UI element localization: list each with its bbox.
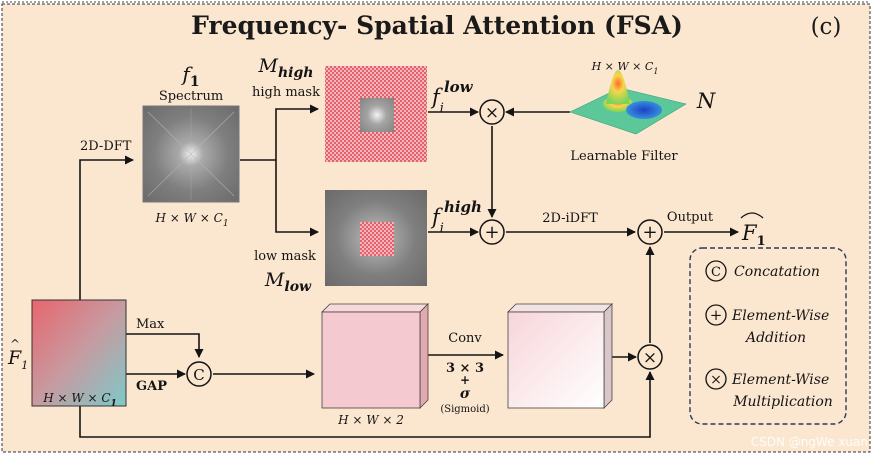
input-feature-image [31, 299, 127, 407]
svg-text:Element-Wise: Element-Wise [731, 372, 829, 388]
high-mask-label: high mask [252, 85, 320, 100]
svg-text:^: ^ [10, 337, 20, 351]
multiply-node-top: × [479, 99, 505, 125]
output-symbol: F1 [740, 212, 766, 249]
high-mask-block: Mhigh high mask [252, 55, 427, 162]
svg-text:Concatation: Concatation [734, 264, 820, 280]
diagram-title: Frequency- Spatial Attention (FSA) [191, 11, 683, 40]
svg-text:+: + [710, 306, 723, 324]
filter-peak [606, 70, 630, 104]
low-mask-block: low mask Mlow [254, 190, 427, 295]
concat-feature-box: H × W × 2 [321, 303, 429, 427]
filter-label: Learnable Filter [570, 149, 678, 164]
svg-text:Mlow: Mlow [264, 269, 312, 295]
svg-text:+: + [642, 222, 657, 243]
concat-dims: H × W × 2 [337, 413, 404, 427]
panel-label: (c) [811, 14, 842, 40]
legend-item-concat: C Concatation [705, 260, 820, 282]
svg-text:+: + [484, 222, 499, 243]
low-mask-label: low mask [254, 249, 316, 264]
max-label: Max [136, 317, 165, 332]
svg-text:(Sigmoid): (Sigmoid) [440, 404, 489, 415]
concat-node: C [186, 361, 212, 387]
svg-text:×: × [485, 103, 499, 123]
svg-text:C: C [193, 366, 204, 384]
multiply-node-bottom: × [637, 344, 663, 370]
input-feature-block: H × W × C1 F1 ^ [7, 299, 127, 409]
spectrum-block: f1 Spectrum H × W × C1 [142, 62, 240, 229]
f-high-symbol: fihigh [430, 198, 482, 236]
conv-labels: Conv 3 × 3 + σ (Sigmoid) [440, 331, 489, 415]
arrow-dft [79, 155, 134, 300]
filter-symbol: N [696, 89, 716, 113]
dft-label: 2D-DFT [80, 139, 132, 154]
watermark: CSDN @ngWe xuan [751, 435, 868, 449]
arrow-max [126, 333, 204, 358]
svg-text:×: × [710, 372, 722, 388]
arrow-high-mask [275, 104, 319, 160]
legend-item-multiplication: × Element-Wise Multiplication [705, 368, 833, 410]
idft-label: 2D-iDFT [542, 211, 598, 226]
arrow-low-mask [275, 160, 319, 237]
svg-text:H × W × C1: H × W × C1 [42, 391, 117, 409]
svg-text:3 × 3: 3 × 3 [446, 361, 484, 376]
svg-text:Mhigh: Mhigh [258, 55, 314, 81]
add-node-mid: + [479, 219, 505, 245]
legend: C Concatation + Element-Wise Addition × … [689, 247, 847, 425]
svg-text:Conv: Conv [448, 331, 482, 346]
learnable-filter-block: H × W × C1 N Learnable Filter [569, 60, 716, 164]
add-node-output: + [637, 219, 663, 245]
svg-text:F1: F1 [741, 221, 766, 249]
svg-text:Addition: Addition [744, 330, 806, 346]
svg-text:Multiplication: Multiplication [732, 394, 833, 410]
svg-text:H × W × C1: H × W × C1 [591, 60, 659, 76]
f-low-symbol: filow [430, 78, 474, 116]
arrow-skip [79, 371, 655, 438]
legend-item-addition: + Element-Wise Addition [705, 304, 829, 346]
filter-trough [626, 101, 662, 119]
spectrum-label: Spectrum [159, 89, 223, 104]
svg-text:σ: σ [460, 386, 471, 402]
output-label: Output [667, 210, 714, 225]
svg-text:×: × [643, 348, 657, 368]
gap-label: GAP [136, 379, 167, 394]
svg-text:+: + [460, 373, 470, 387]
attention-feature-box [507, 303, 613, 409]
svg-text:H × W × C1: H × W × C1 [154, 211, 228, 229]
svg-text:Element-Wise: Element-Wise [731, 308, 829, 324]
input-symbol: F1 [7, 347, 28, 372]
svg-text:C: C [711, 265, 721, 280]
